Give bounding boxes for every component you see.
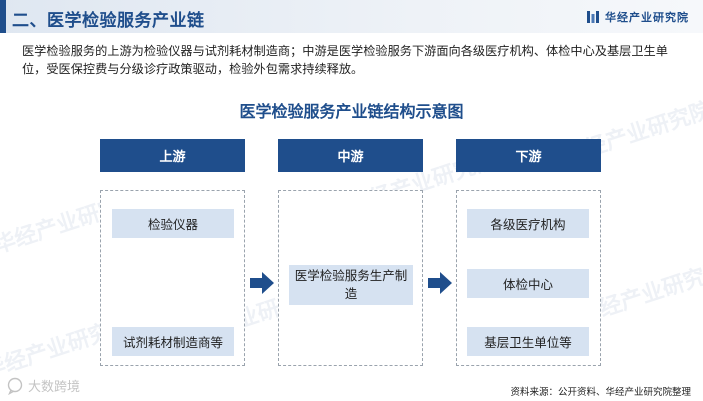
corner-watermark: 大数跨境 [6, 376, 80, 395]
diagram-title: 医学检验服务产业链结构示意图 [239, 102, 464, 121]
upstream-item: 检验仪器 [112, 209, 234, 238]
header-bar: 二、医学检验服务产业链 华经产业研究院 [0, 0, 703, 33]
arrow-right-icon [428, 272, 452, 294]
downstream-item: 体检中心 [467, 269, 589, 298]
brand-name: 华经产业研究院 [605, 11, 689, 24]
stage-header-upstream: 上游 [100, 139, 245, 172]
page-title: 二、医学检验服务产业链 [12, 11, 205, 31]
corner-watermark-text: 大数跨境 [28, 380, 81, 395]
upstream-item: 试剂耗材制造商等 [112, 327, 234, 356]
midstream-item: 医学检验服务生产制造 [289, 265, 413, 305]
brand: 华经产业研究院 [586, 9, 689, 25]
intro-paragraph: 医学检验服务的上游为检验仪器与试剂耗材制造商；中游是医学检验服务下游面向各级医疗… [22, 44, 668, 76]
downstream-item: 基层卫生单位等 [467, 327, 589, 356]
header-accent [0, 0, 6, 33]
chat-bubble-icon [7, 377, 23, 395]
brand-logo-icon [587, 11, 599, 23]
arrow-right-icon [250, 272, 274, 294]
stage-header-midstream: 中游 [278, 139, 423, 172]
downstream-item: 各级医疗机构 [467, 209, 589, 238]
stage-header-downstream: 下游 [456, 139, 601, 172]
source-note: 资料来源：公开资料、华经产业研究院整理 [510, 387, 691, 398]
